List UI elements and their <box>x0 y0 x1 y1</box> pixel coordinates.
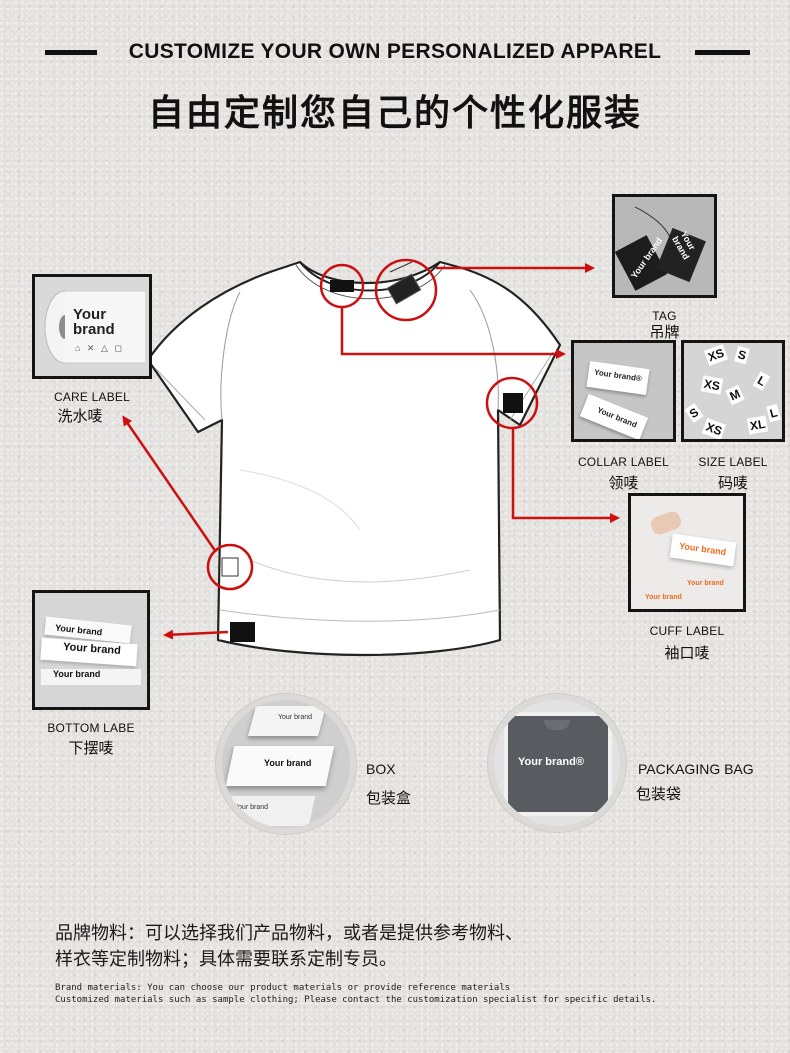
cuff-brand-text-2: Your brand <box>687 580 724 587</box>
box-caption-cn: 包装盒 <box>366 790 412 807</box>
arrow-collar <box>340 307 566 359</box>
care-label-caption-cn: 洗水唛 <box>57 408 103 425</box>
note-en-line1: Brand materials: You can choose our prod… <box>55 983 511 993</box>
care-label-photo: Your brand ⌂ ✕ △ ◻ <box>32 274 152 379</box>
hand-image <box>648 509 684 537</box>
box-photo: Your brand Your brand Your brand <box>216 694 356 834</box>
bottom-label-patch <box>230 622 255 642</box>
note-cn-line2: 样衣等定制物料；具体需要联系定制专员。 <box>55 949 397 969</box>
size-label-photo: XS S XS M L XL S XS L <box>681 340 785 442</box>
bottom-label-photo: Your brand Your brand Your brand <box>32 590 150 710</box>
cuff-label-caption-en: CUFF LABEL <box>649 624 725 638</box>
hang-tag-icon <box>386 261 422 305</box>
tag-photo: Your brand Your brand <box>612 194 717 298</box>
bottom-label-caption-cn: 下摆唛 <box>68 740 114 757</box>
care-label-roll-image <box>44 290 145 364</box>
tshirt-illustration <box>146 260 562 657</box>
hang-tag-image <box>615 197 714 295</box>
box-brand-text-2: Your brand <box>264 758 312 768</box>
tag-caption-cn: 吊牌 <box>649 324 680 341</box>
collar-label-caption-cn: 领唛 <box>608 475 639 492</box>
marker-care <box>206 543 254 591</box>
bag-brand-text: Your brand® <box>518 756 584 768</box>
size-mark-7: S <box>684 403 704 423</box>
size-mark-5: L <box>752 371 771 391</box>
bag-caption-en: PACKAGING BAG <box>638 761 754 777</box>
note-cn-line1: 品牌物料：可以选择我们产品物料，或者是提供参考物料、 <box>55 923 523 943</box>
care-symbols-icon: ⌂ ✕ △ ◻ <box>75 343 124 353</box>
neck-label-patch <box>330 280 354 292</box>
collar-label-photo: Your brand® Your brand <box>571 340 676 442</box>
size-label-caption-en: SIZE LABEL <box>698 455 768 469</box>
arrow-cuff <box>511 428 620 523</box>
size-mark-1: XS <box>703 344 729 366</box>
size-mark-4: M <box>725 384 745 406</box>
header-rule-right <box>695 50 750 55</box>
bag-caption-cn: 包装袋 <box>636 786 682 803</box>
arrow-care <box>122 415 218 553</box>
box-caption-en: BOX <box>366 761 396 777</box>
size-mark-3: XS <box>700 375 724 395</box>
care-label-brand-line1: Your <box>73 306 107 323</box>
title-en: CUSTOMIZE YOUR OWN PERSONALIZED APPAREL <box>128 40 662 63</box>
cuff-label-patch <box>503 393 523 413</box>
marker-tag <box>374 258 438 322</box>
tag-caption-en: TAG <box>652 309 677 323</box>
care-label-caption-en: CARE LABEL <box>53 390 131 404</box>
size-mark-6: XL <box>746 415 769 435</box>
size-mark-9: L <box>766 403 782 423</box>
title-cn: 自由定制您自己的个性化服装 <box>147 92 642 133</box>
arrow-bottom <box>163 629 229 640</box>
box-brand-text-1: Your brand <box>278 714 312 721</box>
arrows <box>122 263 620 640</box>
note-en-line2: Customized materials such as sample clot… <box>55 995 657 1005</box>
bottom-brand-text-3: Your brand <box>53 669 101 679</box>
size-mark-2: S <box>734 345 750 365</box>
cuff-label-photo: Your brand Your brand Your brand <box>628 493 746 612</box>
header-rule-left <box>45 50 97 55</box>
packaging-bag-photo: Your brand® <box>488 694 626 832</box>
bottom-label-caption-en: BOTTOM LABE <box>47 721 135 735</box>
size-label-caption-cn: 码唛 <box>717 475 748 492</box>
cuff-brand-text-3: Your brand <box>645 594 682 601</box>
box-brand-text-3: Your brand <box>234 804 268 811</box>
cuff-label-caption-cn: 袖口唛 <box>664 645 710 662</box>
care-label-brand-line2: brand <box>73 321 115 338</box>
size-mark-8: XS <box>701 418 727 439</box>
collar-label-caption-en: COLLAR LABEL <box>577 455 670 469</box>
